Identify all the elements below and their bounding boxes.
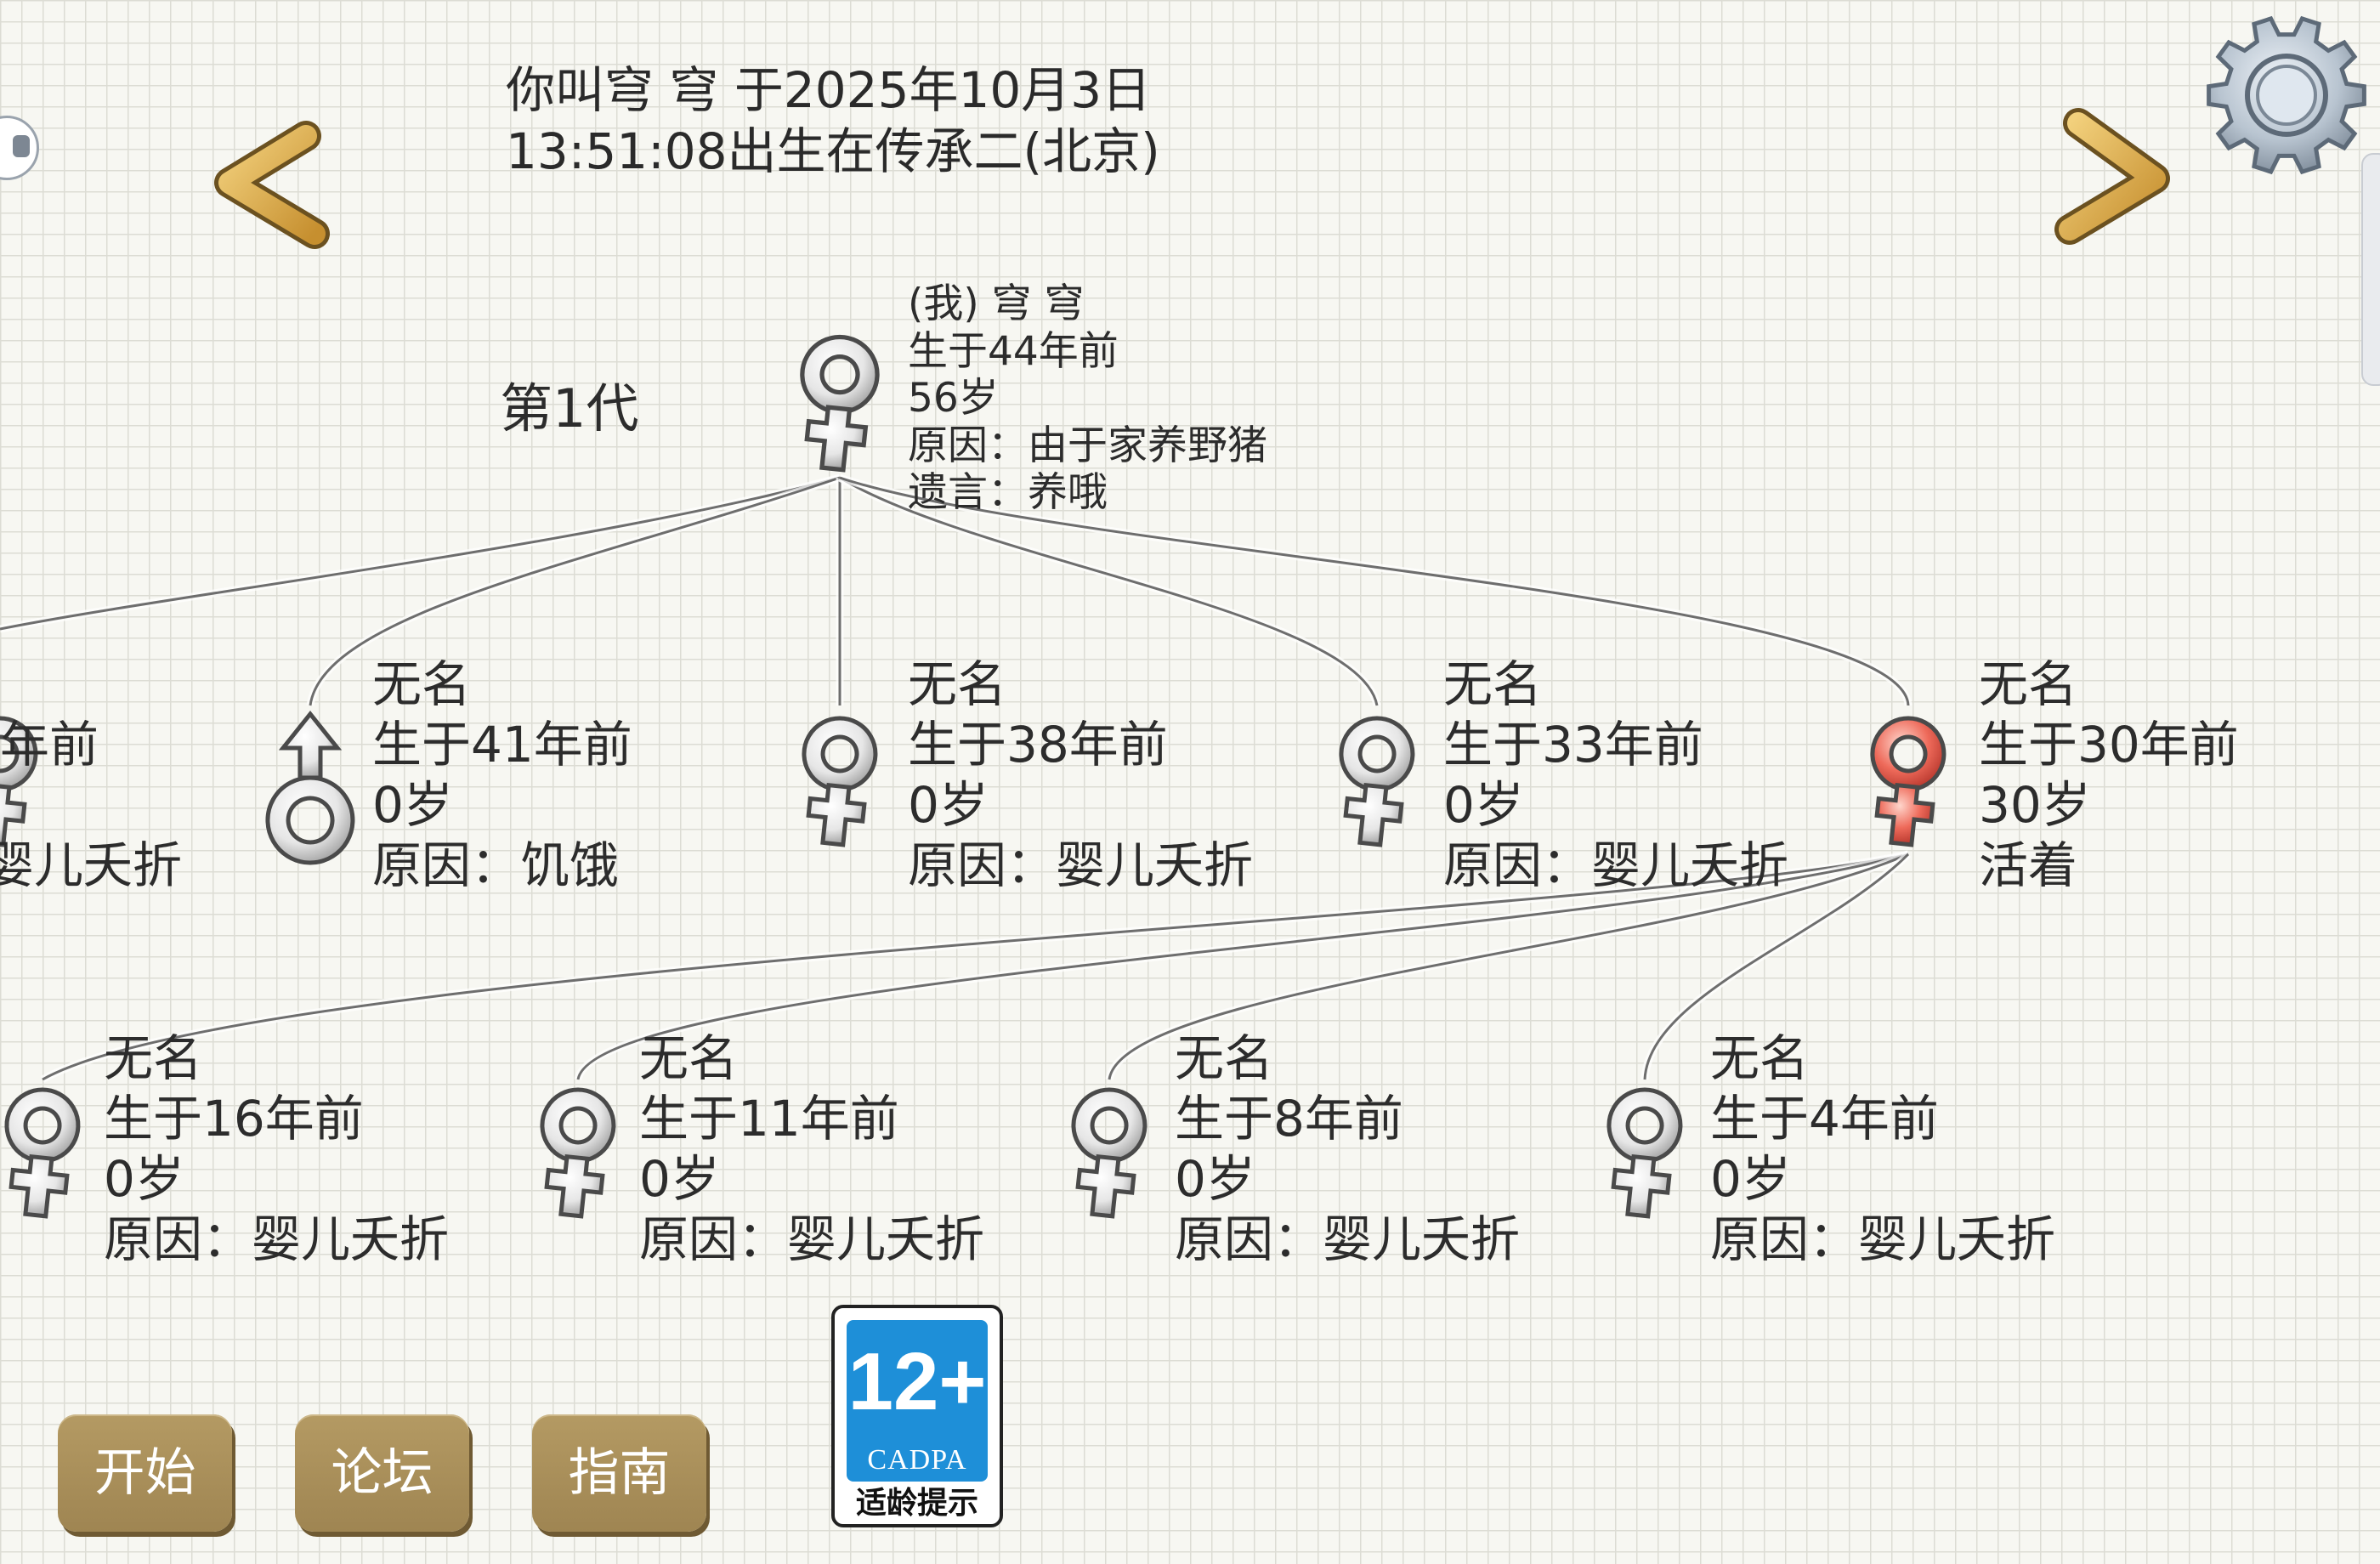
child-2-female-symbol-icon[interactable] xyxy=(802,716,878,847)
child-4-female-symbol-icon[interactable] xyxy=(1870,716,1946,847)
forum-button[interactable]: 论坛 xyxy=(295,1414,469,1532)
birth-info-header: 你叫穹 穹 于2025年10月3日 13:51:08出生在传承二(北京) xyxy=(506,60,1160,182)
child-4-info[interactable]: 无名 生于30年前 30岁 活着 xyxy=(1979,654,2239,896)
person-cause: 原因：婴儿夭折 xyxy=(104,1210,450,1268)
person-born: 生于8年前 xyxy=(1175,1090,1403,1148)
guide-button[interactable]: 指南 xyxy=(532,1414,706,1532)
person-name: 无名 xyxy=(372,655,472,713)
person-cause: 原因：婴儿夭折 xyxy=(639,1210,985,1268)
person-cause: 原因：婴儿夭折 xyxy=(1443,836,1789,894)
person-age: 56岁 xyxy=(908,375,999,422)
person-born: 生于41年前 xyxy=(372,716,632,774)
person-born: 生于38年前 xyxy=(908,716,1168,774)
birth-info-line-2: 13:51:08出生在传承二(北京) xyxy=(506,122,1160,180)
person-name: 无名 xyxy=(639,1029,739,1087)
person-age: 0岁 xyxy=(1710,1150,1791,1208)
child-0-female-symbol-icon[interactable] xyxy=(0,716,38,847)
person-cause: 原因：婴儿夭折 xyxy=(1175,1210,1521,1268)
age-rating-org: CADPA xyxy=(867,1444,967,1476)
child-1-info[interactable]: 无名 生于41年前 0岁 原因：饥饿 xyxy=(372,654,632,896)
person-born: 生于44年前 xyxy=(908,327,1119,375)
person-name: 无名 xyxy=(1710,1029,1810,1087)
person-age: 30岁 xyxy=(1979,776,2091,834)
person-cause: 婴儿夭折 xyxy=(0,836,183,894)
person-cause: 原因：由于家养野猪 xyxy=(908,422,1267,469)
age-rating-number: 12+ xyxy=(847,1336,987,1427)
next-arrow-icon[interactable] xyxy=(2054,108,2170,245)
person-name: 无名 xyxy=(1175,1029,1274,1087)
generation-label: 第1代 xyxy=(500,377,639,439)
child-2-info[interactable]: 无名 生于38年前 0岁 原因：婴儿夭折 xyxy=(908,654,1253,896)
person-name: 无名 xyxy=(1443,655,1543,713)
grandchild-0-info[interactable]: 无名 生于16年前 0岁 原因：婴儿夭折 xyxy=(104,1028,449,1270)
person-cause: 原因：婴儿夭折 xyxy=(1710,1210,2056,1268)
grandchild-0-female-symbol-icon[interactable] xyxy=(4,1087,81,1219)
person-name: 无名 xyxy=(1979,655,2078,713)
grandchild-3-info[interactable]: 无名 生于4年前 0岁 原因：婴儿夭折 xyxy=(1710,1028,2055,1270)
grandchild-1-info[interactable]: 无名 生于11年前 0岁 原因：婴儿夭折 xyxy=(639,1028,984,1270)
person-name xyxy=(0,654,182,715)
birth-info-line-1: 你叫穹 穹 于2025年10月3日 xyxy=(506,61,1152,119)
person-name: 无名 xyxy=(104,1029,203,1087)
grandchild-2-female-symbol-icon[interactable] xyxy=(1071,1087,1148,1219)
person-born: 年前 xyxy=(0,716,99,774)
person-will: 遗言：养哦 xyxy=(908,469,1108,516)
person-age xyxy=(0,775,182,836)
grandchild-3-female-symbol-icon[interactable] xyxy=(1606,1087,1683,1219)
root-person-info: (我) 穹 穹 生于44年前 56岁 原因：由于家养野猪 遗言：养哦 xyxy=(908,280,1267,517)
root-female-symbol-icon[interactable] xyxy=(800,334,880,473)
grandchild-1-female-symbol-icon[interactable] xyxy=(540,1087,616,1219)
person-born: 生于33年前 xyxy=(1443,716,1703,774)
person-born: 生于16年前 xyxy=(104,1090,364,1148)
person-name: 无名 xyxy=(908,655,1007,713)
person-age: 0岁 xyxy=(104,1150,184,1208)
person-age: 0岁 xyxy=(639,1150,720,1208)
age-rating-badge: 12+ CADPA 适龄提示 xyxy=(831,1305,1003,1527)
person-age: 0岁 xyxy=(1175,1150,1255,1208)
person-cause: 原因：婴儿夭折 xyxy=(908,836,1254,894)
side-drawer-handle-right[interactable] xyxy=(2361,153,2380,386)
person-born: 生于30年前 xyxy=(1979,716,2239,774)
person-cause: 活着 xyxy=(1979,836,2078,894)
person-age: 0岁 xyxy=(372,776,453,834)
person-born: 生于11年前 xyxy=(639,1090,899,1148)
child-0-info[interactable]: 年前 婴儿夭折 xyxy=(0,654,182,896)
person-cause: 原因：饥饿 xyxy=(372,836,620,894)
prev-arrow-icon[interactable] xyxy=(214,121,330,249)
age-rating-tip: 适龄提示 xyxy=(855,1486,978,1521)
grandchild-2-info[interactable]: 无名 生于8年前 0岁 原因：婴儿夭折 xyxy=(1175,1028,1520,1270)
child-3-info[interactable]: 无名 生于33年前 0岁 原因：婴儿夭折 xyxy=(1443,654,1788,896)
age-rating-panel: 12+ CADPA xyxy=(847,1320,988,1482)
person-age: 0岁 xyxy=(908,776,989,834)
child-3-female-symbol-icon[interactable] xyxy=(1339,716,1415,847)
start-button[interactable]: 开始 xyxy=(58,1414,232,1532)
person-born: 生于4年前 xyxy=(1710,1090,1939,1148)
person-age: 0岁 xyxy=(1443,776,1524,834)
person-name: (我) 穹 穹 xyxy=(908,280,1085,327)
settings-gear-icon[interactable] xyxy=(2207,15,2366,175)
child-1-male-symbol-icon[interactable] xyxy=(265,710,355,865)
